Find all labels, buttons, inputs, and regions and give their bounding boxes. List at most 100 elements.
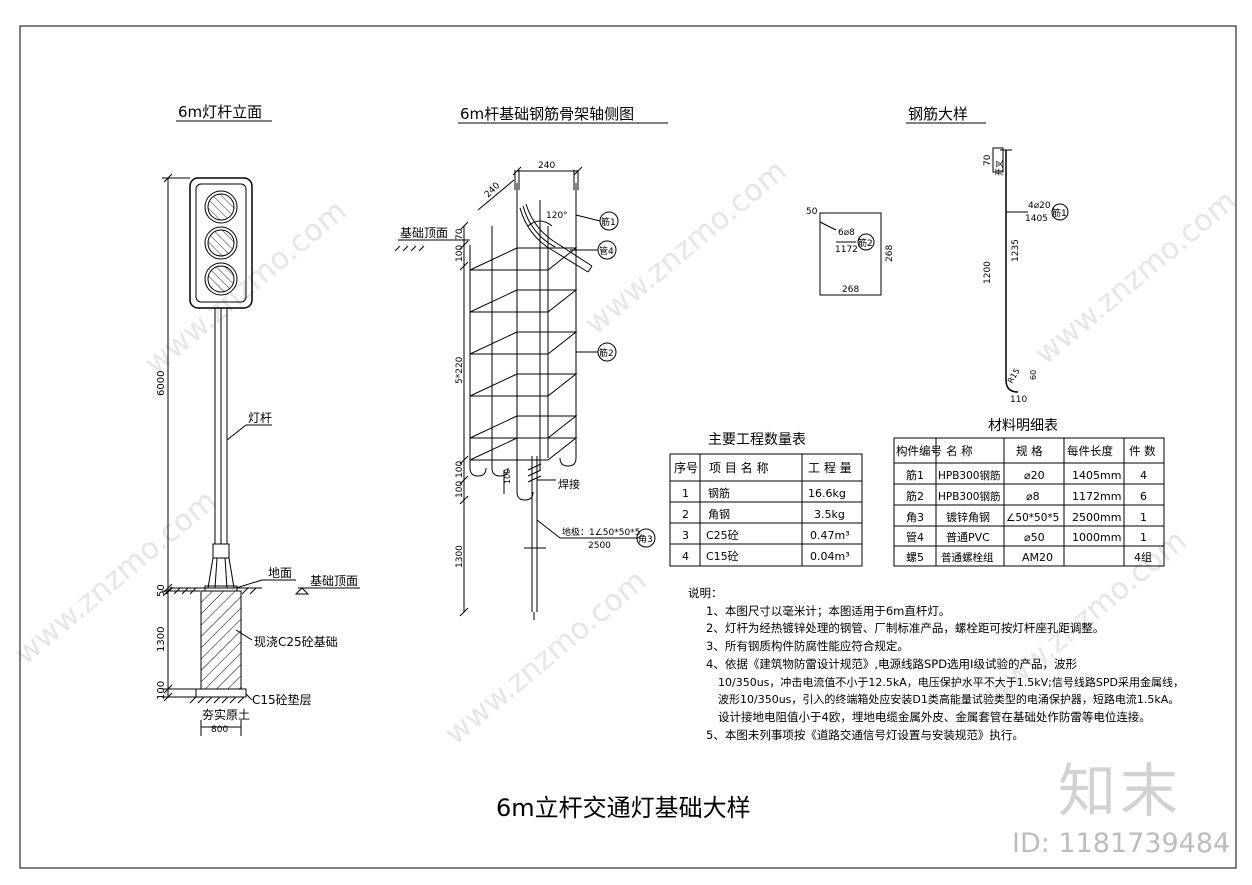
mat-row3-count: 1	[1140, 511, 1147, 524]
mat-row3-length: 2500mm	[1072, 511, 1121, 524]
note-line-8: 5、本图未列事项按《道路交通信号灯设置与安装规范》执行。	[706, 727, 1024, 742]
mat-row2-code: 筋2	[906, 489, 924, 503]
dim-50: 50	[156, 584, 167, 597]
qty-header-amount: 工 程 量	[808, 460, 852, 475]
cage-dim-spacing: 5*220	[455, 356, 465, 384]
note-line-6: 波形10/350us，引入的终端箱处应安装D1类高能量试验类型的电涌保护器，短路…	[718, 693, 1180, 707]
detail-bar-60: 60	[1029, 370, 1038, 380]
label-foundation-top: 基础顶面	[310, 574, 358, 588]
watermark-id: ID: 1181739484	[1012, 828, 1231, 859]
qty-row4-no: 4	[682, 550, 689, 563]
concrete-foundation	[200, 590, 242, 690]
mat-header-count: 件 数	[1129, 444, 1156, 458]
mat-row4-count: 1	[1140, 531, 1147, 544]
material-table: 材料明细表 构件编号 名 称 规 格 每件长度 件 数 筋1 HPB300钢筋 …	[893, 418, 1165, 567]
detail-bar-len: 1405	[1025, 214, 1048, 224]
qty-row2-item: 角钢	[708, 508, 730, 521]
main-bar-shape	[1005, 150, 1019, 393]
note-line-4: 4、依据《建筑物防雷设计规范》,电源线路SPD选用I级试验的产品，波形	[706, 656, 1077, 671]
cage-label-weld: 焊接	[558, 477, 580, 491]
qty-row4-item: C15砼	[706, 550, 739, 563]
detail-bar-110: 110	[1010, 395, 1027, 405]
dim-6000: 6000	[156, 371, 167, 396]
notes-block: 说明： 1、本图尺寸以毫米计；本图适用于6m直杆灯。 2、灯杆为经热镀锌处理的钢…	[688, 585, 1248, 744]
mat-row1-code: 筋1	[906, 468, 924, 482]
stirrup-shape	[819, 212, 882, 296]
label-cushion: C15砼垫层	[252, 692, 312, 707]
cage-tag-pipe4: 管4	[599, 245, 614, 257]
detail-stirrup-len: 1172	[835, 245, 858, 255]
detail-bar-radius: R15	[1006, 367, 1022, 385]
ground-rod	[531, 456, 538, 620]
qty-row3-item: C25砼	[706, 529, 739, 542]
qty-row1-no: 1	[682, 487, 689, 500]
mat-row3-name: 镀锌角钢	[946, 510, 990, 524]
detail-bar-70: 70	[983, 154, 993, 166]
detail-bar-open: 开叉	[995, 160, 1004, 176]
cage-tag-angle3: 角3	[638, 533, 653, 545]
mat-row5-count: 4组	[1134, 550, 1152, 564]
label-concrete: 现浇C25砼基础	[254, 635, 338, 649]
cage-dim-2500: 2500	[588, 541, 611, 551]
mat-row2-name: HPB300钢筋	[938, 490, 1000, 503]
mat-row4-code: 管4	[906, 530, 924, 544]
dim-800: 800	[211, 725, 228, 735]
note-line-3: 3、所有钢质构件防腐性能应符合规定。	[706, 639, 909, 654]
signal-lamp-red	[204, 190, 238, 224]
cage-angle: 120°	[546, 211, 568, 221]
cage-dim-100c: 100	[455, 481, 465, 498]
mat-row1-length: 1405mm	[1072, 469, 1121, 482]
mat-header-length: 每件长度	[1067, 444, 1113, 458]
detail-stirrup-50: 50	[806, 207, 818, 217]
mat-row2-length: 1172mm	[1072, 490, 1121, 503]
detail-bar-1200: 1200	[983, 261, 993, 284]
qty-header-no: 序号	[674, 460, 698, 475]
cage-dim-100-inner: 100	[503, 469, 512, 484]
qty-table-title: 主要工程数量表	[708, 432, 806, 448]
mat-row4-name: 普通PVC	[946, 530, 990, 544]
mat-header-name: 名 称	[946, 444, 973, 458]
mat-row2-spec: ⌀8	[1026, 490, 1040, 503]
quantity-table: 主要工程数量表 序号 项 目 名 称 工 程 量 1 钢筋 16.6kg 2 角…	[669, 432, 863, 567]
cage-dim-240-top: 240	[538, 161, 555, 171]
note-line-5: 10/350us，冲击电流值不小于12.5kA，电压保护水平不大于1.5kV;信…	[718, 675, 1184, 689]
label-pole: 灯杆	[248, 411, 272, 425]
qty-row1-amount: 16.6kg	[808, 487, 846, 500]
watermark-brand-logo: 知末	[1058, 757, 1183, 825]
mat-row1-name: HPB300钢筋	[938, 469, 1000, 482]
qty-header-item: 项 目 名 称	[709, 460, 768, 475]
notes-heading: 说明：	[688, 586, 723, 600]
detail-stirrup-tag: 筋2	[858, 237, 873, 249]
qty-row3-amount: 0.47m³	[810, 529, 850, 542]
rebar-detail-view: 50 6⌀8 1172 筋2 268 268 70 开叉 4⌀20 1405 筋…	[806, 147, 1069, 405]
detail-stirrup-bottom: 268	[842, 285, 859, 295]
signal-lamp-yellow	[204, 226, 238, 260]
detail-bar-spec: 4⌀20	[1028, 201, 1051, 211]
note-line-1: 1、本图尺寸以毫米计；本图适用于6m直杆灯。	[706, 603, 951, 618]
mat-row3-code: 角3	[906, 511, 924, 524]
mat-row1-count: 4	[1140, 469, 1147, 482]
cage-tag-rebar1: 筋1	[601, 216, 616, 228]
detail-stirrup-spec: 6⌀8	[838, 228, 855, 238]
mat-row3-spec: ∠50*50*5	[1006, 512, 1059, 524]
cage-dim-100b: 100	[455, 461, 465, 478]
dim-100: 100	[156, 681, 167, 700]
signal-lamp-green	[204, 262, 238, 296]
title-rebar-detail: 钢筋大样	[908, 105, 968, 123]
cage-dim-240-side: 240	[483, 181, 502, 200]
mat-table-title: 材料明细表	[988, 418, 1058, 434]
qty-row1-item: 钢筋	[708, 486, 730, 500]
qty-row2-no: 2	[682, 508, 689, 521]
mat-row1-spec: ⌀20	[1024, 469, 1045, 482]
cushion-layer	[195, 688, 247, 698]
cage-label-foundation-top: 基础顶面	[400, 226, 448, 240]
qty-row2-amount: 3.5kg	[814, 508, 845, 521]
cage-dim-100a: 100	[455, 245, 465, 262]
dim-1300: 1300	[156, 627, 167, 652]
mat-row4-length: 1000mm	[1072, 531, 1121, 544]
cage-label-ground-rod: 地极：1∠50*50*5	[562, 526, 640, 538]
note-line-2: 2、灯杆为经热镀锌处理的钢管、厂制标准产品，螺栓距可按灯杆座孔距调整。	[706, 621, 1105, 636]
drawing-border	[19, 25, 1237, 869]
mat-row2-count: 6	[1140, 490, 1147, 503]
